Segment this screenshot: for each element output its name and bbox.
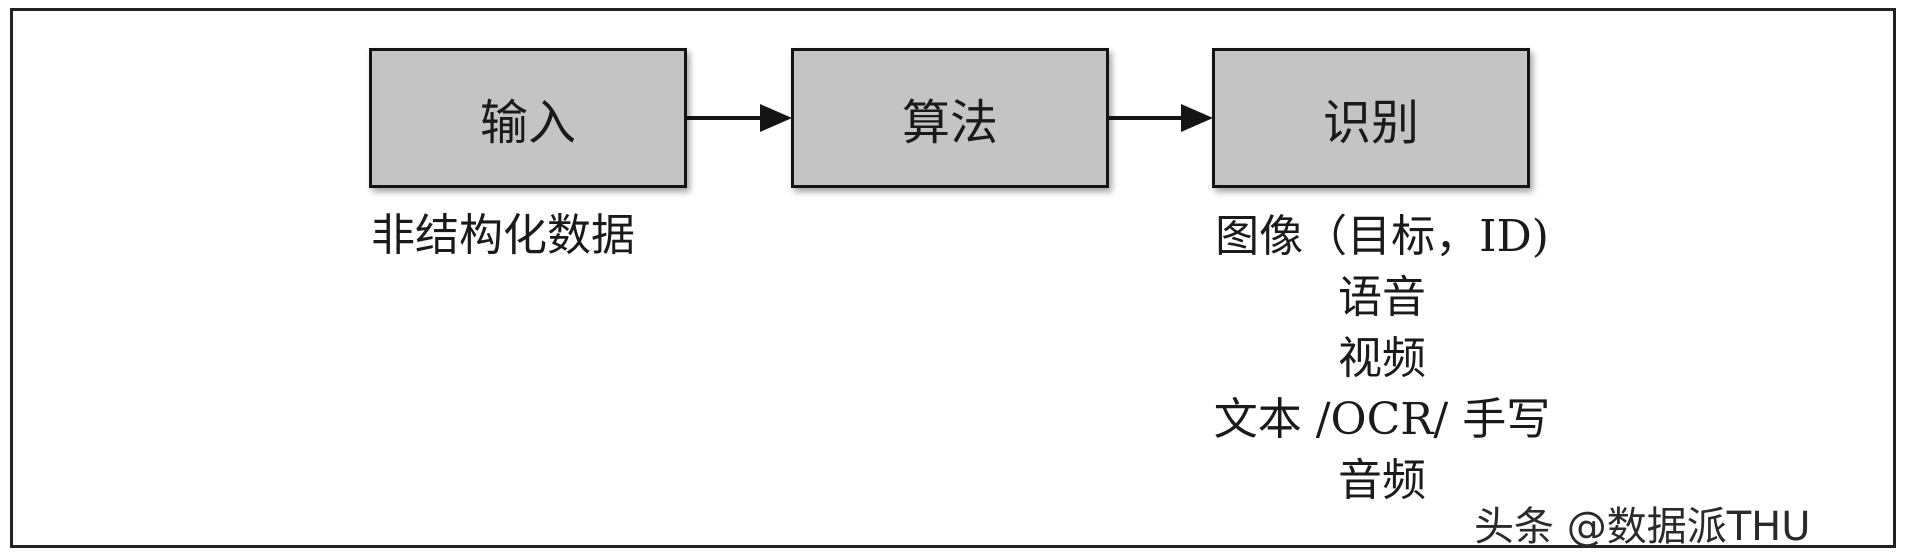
recognition-box-label: 识别 (1322, 95, 1419, 151)
algorithm-box: 算法 (791, 48, 1109, 188)
output-item-video: 视频 (1338, 333, 1426, 384)
recognition-box: 识别 (1212, 48, 1530, 188)
recognition-outputs-list: 图像（目标，ID) 语音 视频 文本 /OCR/ 手写 音频 (1180, 206, 1584, 511)
output-item-speech: 语音 (1338, 272, 1426, 323)
watermark: 头条 @数据派THU (1474, 504, 1811, 550)
output-item-text: 文本 /OCR/ 手写 (1213, 394, 1551, 445)
algorithm-box-label: 算法 (901, 95, 998, 151)
output-item-image: 图像（目标，ID) (1215, 211, 1549, 262)
input-box: 输入 (369, 48, 687, 188)
input-caption: 非结构化数据 (371, 210, 635, 261)
diagram-frame (10, 8, 1896, 548)
output-item-audio: 音频 (1338, 455, 1426, 506)
input-box-label: 输入 (479, 95, 576, 151)
